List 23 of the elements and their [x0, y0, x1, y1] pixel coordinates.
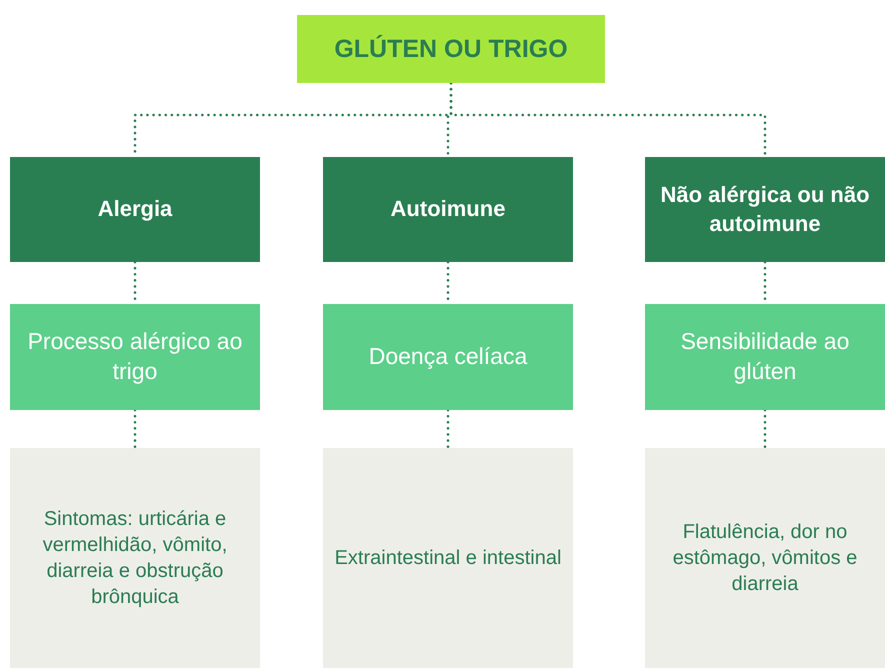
box-text: GLÚTEN OU TRIGO: [334, 34, 568, 65]
box-text: Extraintestinal e intestinal: [334, 546, 562, 571]
dotted-connector: [446, 408, 450, 450]
box-text: Sensibilidade ao glúten: [680, 327, 850, 386]
box-text: Autoimune: [390, 195, 506, 224]
condition-box: [323, 304, 573, 410]
condition-box: [10, 304, 260, 410]
box-text: Alergia: [98, 195, 172, 224]
box-text: Doença celíaca: [368, 342, 528, 372]
symptom-box: [323, 448, 573, 668]
condition-box: [645, 304, 885, 410]
title-box: [297, 15, 605, 83]
box-text: Processo alérgico ao trigo: [26, 327, 244, 386]
symptom-box: [645, 448, 885, 668]
category-box: [10, 157, 260, 262]
category-box: [645, 157, 885, 262]
box-text: Flatulência, dor no estômago, vômitos e diarreia: [672, 520, 858, 597]
dotted-connector: [764, 408, 766, 450]
box-text: Não alérgica ou não autoimune: [659, 180, 871, 238]
symptom-box: [10, 448, 260, 668]
category-box: [323, 157, 573, 262]
box-text: Sintomas: urticária e vermelhidão, vômito, diarreia e obstrução brônquica: [42, 507, 228, 610]
dotted-connector: [134, 408, 136, 450]
